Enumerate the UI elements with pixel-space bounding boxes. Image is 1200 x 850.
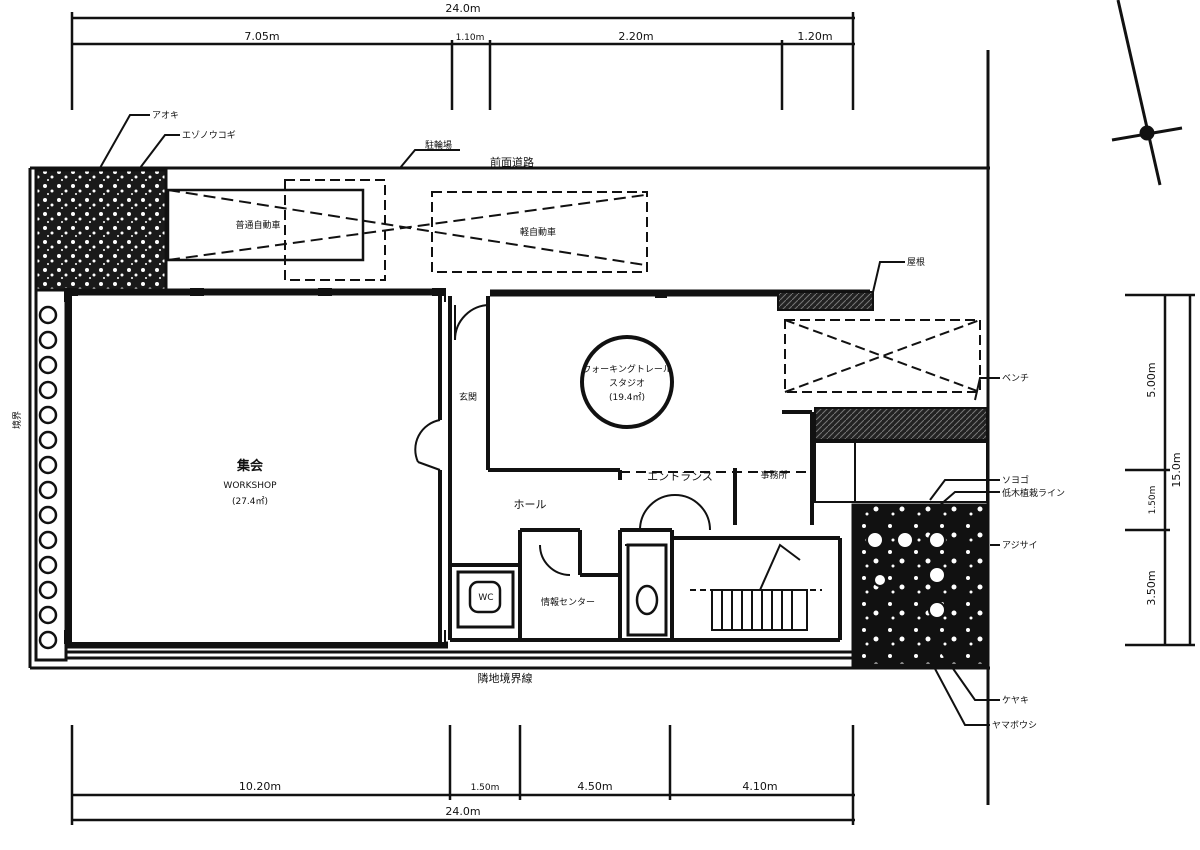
inner-walls [438,296,842,645]
workshop-room [72,296,444,642]
left-tree-row [38,305,58,650]
entry-mark: 玄関 [459,391,477,403]
office-label: 事務所 [760,469,787,481]
hall-label: ホール [514,498,547,511]
dim-top-1: 7.05m [244,30,279,43]
hedge-right-label: 低木植栽ライン [1002,487,1065,499]
dim-right-3: 3.50m [1145,570,1158,605]
stair-icon [690,543,822,631]
studio-sign-line1: ウォーキングトレール [582,363,672,375]
bottom-dimension-lines [70,725,855,825]
right-trees [866,531,946,619]
tree-2-label: アジサイ [1002,540,1038,551]
dim-bottom-2: 1.50m [471,783,500,793]
parking-area [166,149,648,281]
dim-bottom-3: 4.50m [577,780,612,793]
right-leaders [924,479,1000,726]
bench-leader [974,377,1000,401]
top-left-shrub-bed [34,168,168,292]
parking-car2-label: 軽自動車 [520,226,556,238]
road-bottom-label: 隣地境界線 [478,671,533,685]
studio-sign-line2: スタジオ [609,378,645,389]
road-top-label: 前面道路 [490,155,534,169]
tree-4-label: ヤマボウシ [992,720,1037,731]
info-center-label: 情報センター [541,596,595,608]
tree-3-label: ケヤキ [1002,695,1029,706]
right-parking-space [784,319,981,393]
top-dimension-lines [70,12,855,110]
shelter-leader [872,261,905,293]
north-arrow-icon [1111,0,1183,186]
workshop-area: (27.4㎡) [232,496,268,507]
bench-hatch [814,407,988,441]
shelter-roof [777,291,874,311]
right-dimension-lines [1125,293,1195,647]
toilet-icon [468,580,502,614]
right-tree-bed [851,503,990,667]
workshop-subtitle: WORKSHOP [223,481,277,491]
dim-bottom-1: 10.20m [239,780,281,793]
tree-1-label: ソヨゴ [1002,474,1029,486]
dim-right-1: 5.00m [1145,362,1158,397]
dim-top-4: 1.20m [797,30,832,43]
dim-right-2: 1.50m [1148,486,1158,515]
dim-top-3: 2.20m [618,30,653,43]
bench-label: ベンチ [1002,373,1029,384]
site-boundary [28,50,990,805]
toilet-2-icon [635,584,659,616]
hedge-top-label: エゾノウコギ [182,130,236,141]
left-boundary-label: 境界 [11,411,23,429]
dim-bottom-4: 4.10m [742,780,777,793]
entrance-label: エントランス [647,470,713,483]
studio-sign-line3: (19.4㎡) [609,392,645,403]
workshop-name: 集会 [236,458,264,474]
dim-top-total: 24.0m [445,2,480,15]
door-swings [414,304,711,576]
bush-top-label: アオキ [152,110,179,121]
dim-right-total: 15.0m [1170,452,1183,487]
studio-circle-sign [580,335,674,429]
dim-bottom-total: 24.0m [445,805,480,818]
parking-car1-label: 普通自動車 [235,219,280,231]
bicycle-label: 駐輪場 [425,139,452,151]
wc-label: WC [478,593,493,603]
shrub-leaders [99,114,180,169]
dim-top-2: 1.10m [456,33,485,43]
shelter-label: 屋根 [907,256,925,268]
